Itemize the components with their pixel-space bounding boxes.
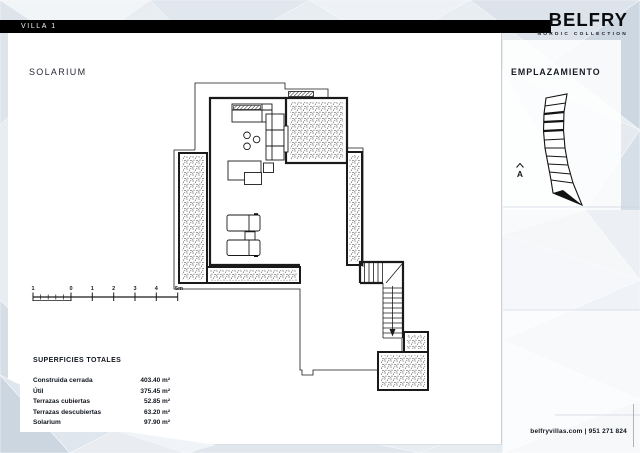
surface-value: 52.85 m² bbox=[143, 398, 170, 406]
surface-row: Útil 375.45 m² bbox=[33, 387, 170, 398]
brand-name: BELFRY bbox=[548, 9, 628, 30]
villa-label: VILLA 1 bbox=[21, 23, 57, 30]
top-bar: VILLA 1 bbox=[0, 20, 551, 33]
footer-guides bbox=[555, 404, 640, 447]
surface-label: Terrazas descubiertas bbox=[33, 408, 102, 416]
surface-value: 403.40 m² bbox=[140, 377, 170, 384]
surface-label: Construida cerrada bbox=[33, 377, 93, 384]
surface-row: Terrazas cubiertas 52.85 m² bbox=[33, 397, 170, 408]
surface-label: Útil bbox=[33, 387, 44, 395]
surfaces-panel: SUPERFICIES TOTALES Construida cerrada 4… bbox=[20, 344, 202, 432]
site-plan-plot-lines bbox=[543, 102, 574, 184]
location-title: EMPLAZAMIENTO bbox=[511, 67, 601, 77]
page-title: SOLARIUM bbox=[29, 67, 87, 77]
surface-label: Terrazas cubiertas bbox=[33, 398, 90, 406]
surfaces-title: SUPERFICIES TOTALES bbox=[33, 357, 122, 364]
site-plan-highlighted-plot bbox=[553, 190, 582, 205]
north-arrow-label: A bbox=[517, 169, 523, 179]
surface-label: Solarium bbox=[33, 419, 61, 427]
surface-value: 63.20 m² bbox=[143, 408, 170, 416]
surface-row: Solarium 97.90 m² bbox=[33, 418, 170, 429]
footer-contact: belfryvillas.com | 951 271 824 bbox=[530, 428, 627, 435]
brand-tagline: NORDIC COLLECTION bbox=[537, 31, 628, 37]
north-arrow-icon: A bbox=[516, 162, 524, 179]
brand-logo: BELFRY NORDIC COLLECTION bbox=[537, 9, 628, 37]
surface-value: 97.90 m² bbox=[143, 419, 170, 427]
surface-value: 375.45 m² bbox=[140, 387, 170, 395]
surface-row: Terrazas descubiertas 63.20 m² bbox=[33, 408, 170, 419]
site-plan: A bbox=[516, 93, 584, 207]
surface-row: Construida cerrada 403.40 m² bbox=[33, 376, 170, 387]
